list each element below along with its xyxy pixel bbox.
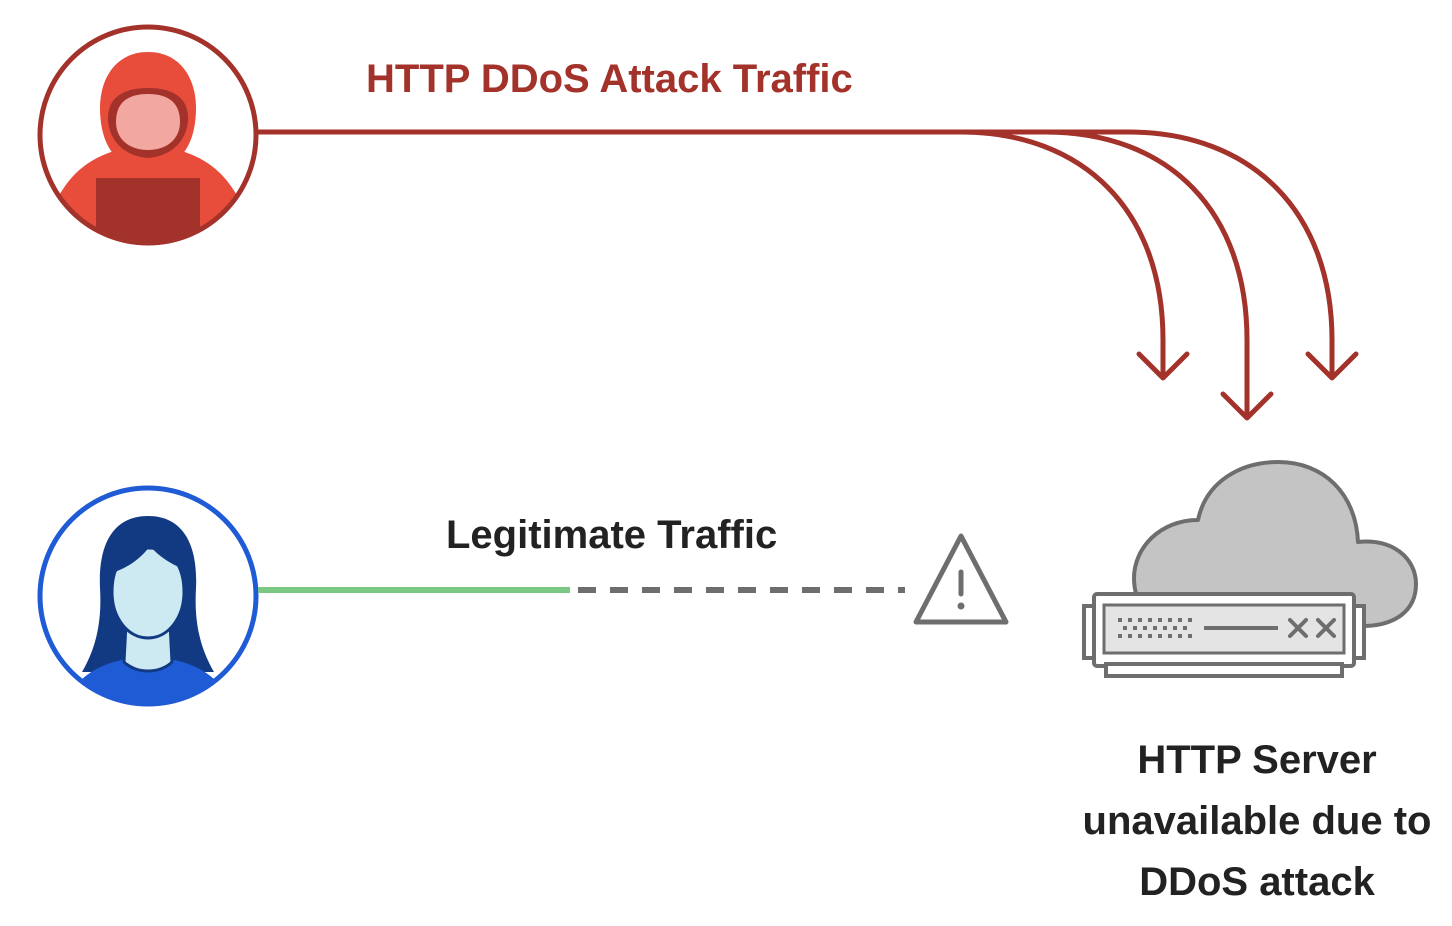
cloud-server-icon — [1082, 460, 1418, 678]
attack-traffic-arrows — [253, 129, 1359, 421]
arrowhead-1 — [1136, 351, 1190, 381]
server-caption-line-2: unavailable due to — [1082, 799, 1432, 843]
legitimate-user-icon — [37, 485, 259, 707]
server-status-caption: HTTP Server unavailable due to DDoS atta… — [1062, 730, 1452, 913]
attack-traffic-label: HTTP DDoS Attack Traffic — [366, 57, 853, 101]
server-icon — [1082, 592, 1366, 678]
server-caption-line-3: DDoS attack — [1139, 860, 1375, 904]
legitimate-traffic-label: Legitimate Traffic — [446, 513, 778, 557]
error-x-icon — [1288, 618, 1336, 638]
attacker-icon — [37, 24, 259, 246]
arrowhead-2 — [1220, 391, 1274, 421]
attack-arrow-1 — [253, 129, 1166, 378]
attack-arrow-2 — [957, 129, 1250, 418]
attack-arrow-3 — [1042, 129, 1335, 378]
cloud-icon — [1132, 460, 1418, 628]
server-caption-line-1: HTTP Server — [1137, 738, 1377, 782]
warning-triangle-icon — [913, 533, 1009, 625]
arrowhead-3 — [1305, 351, 1359, 381]
